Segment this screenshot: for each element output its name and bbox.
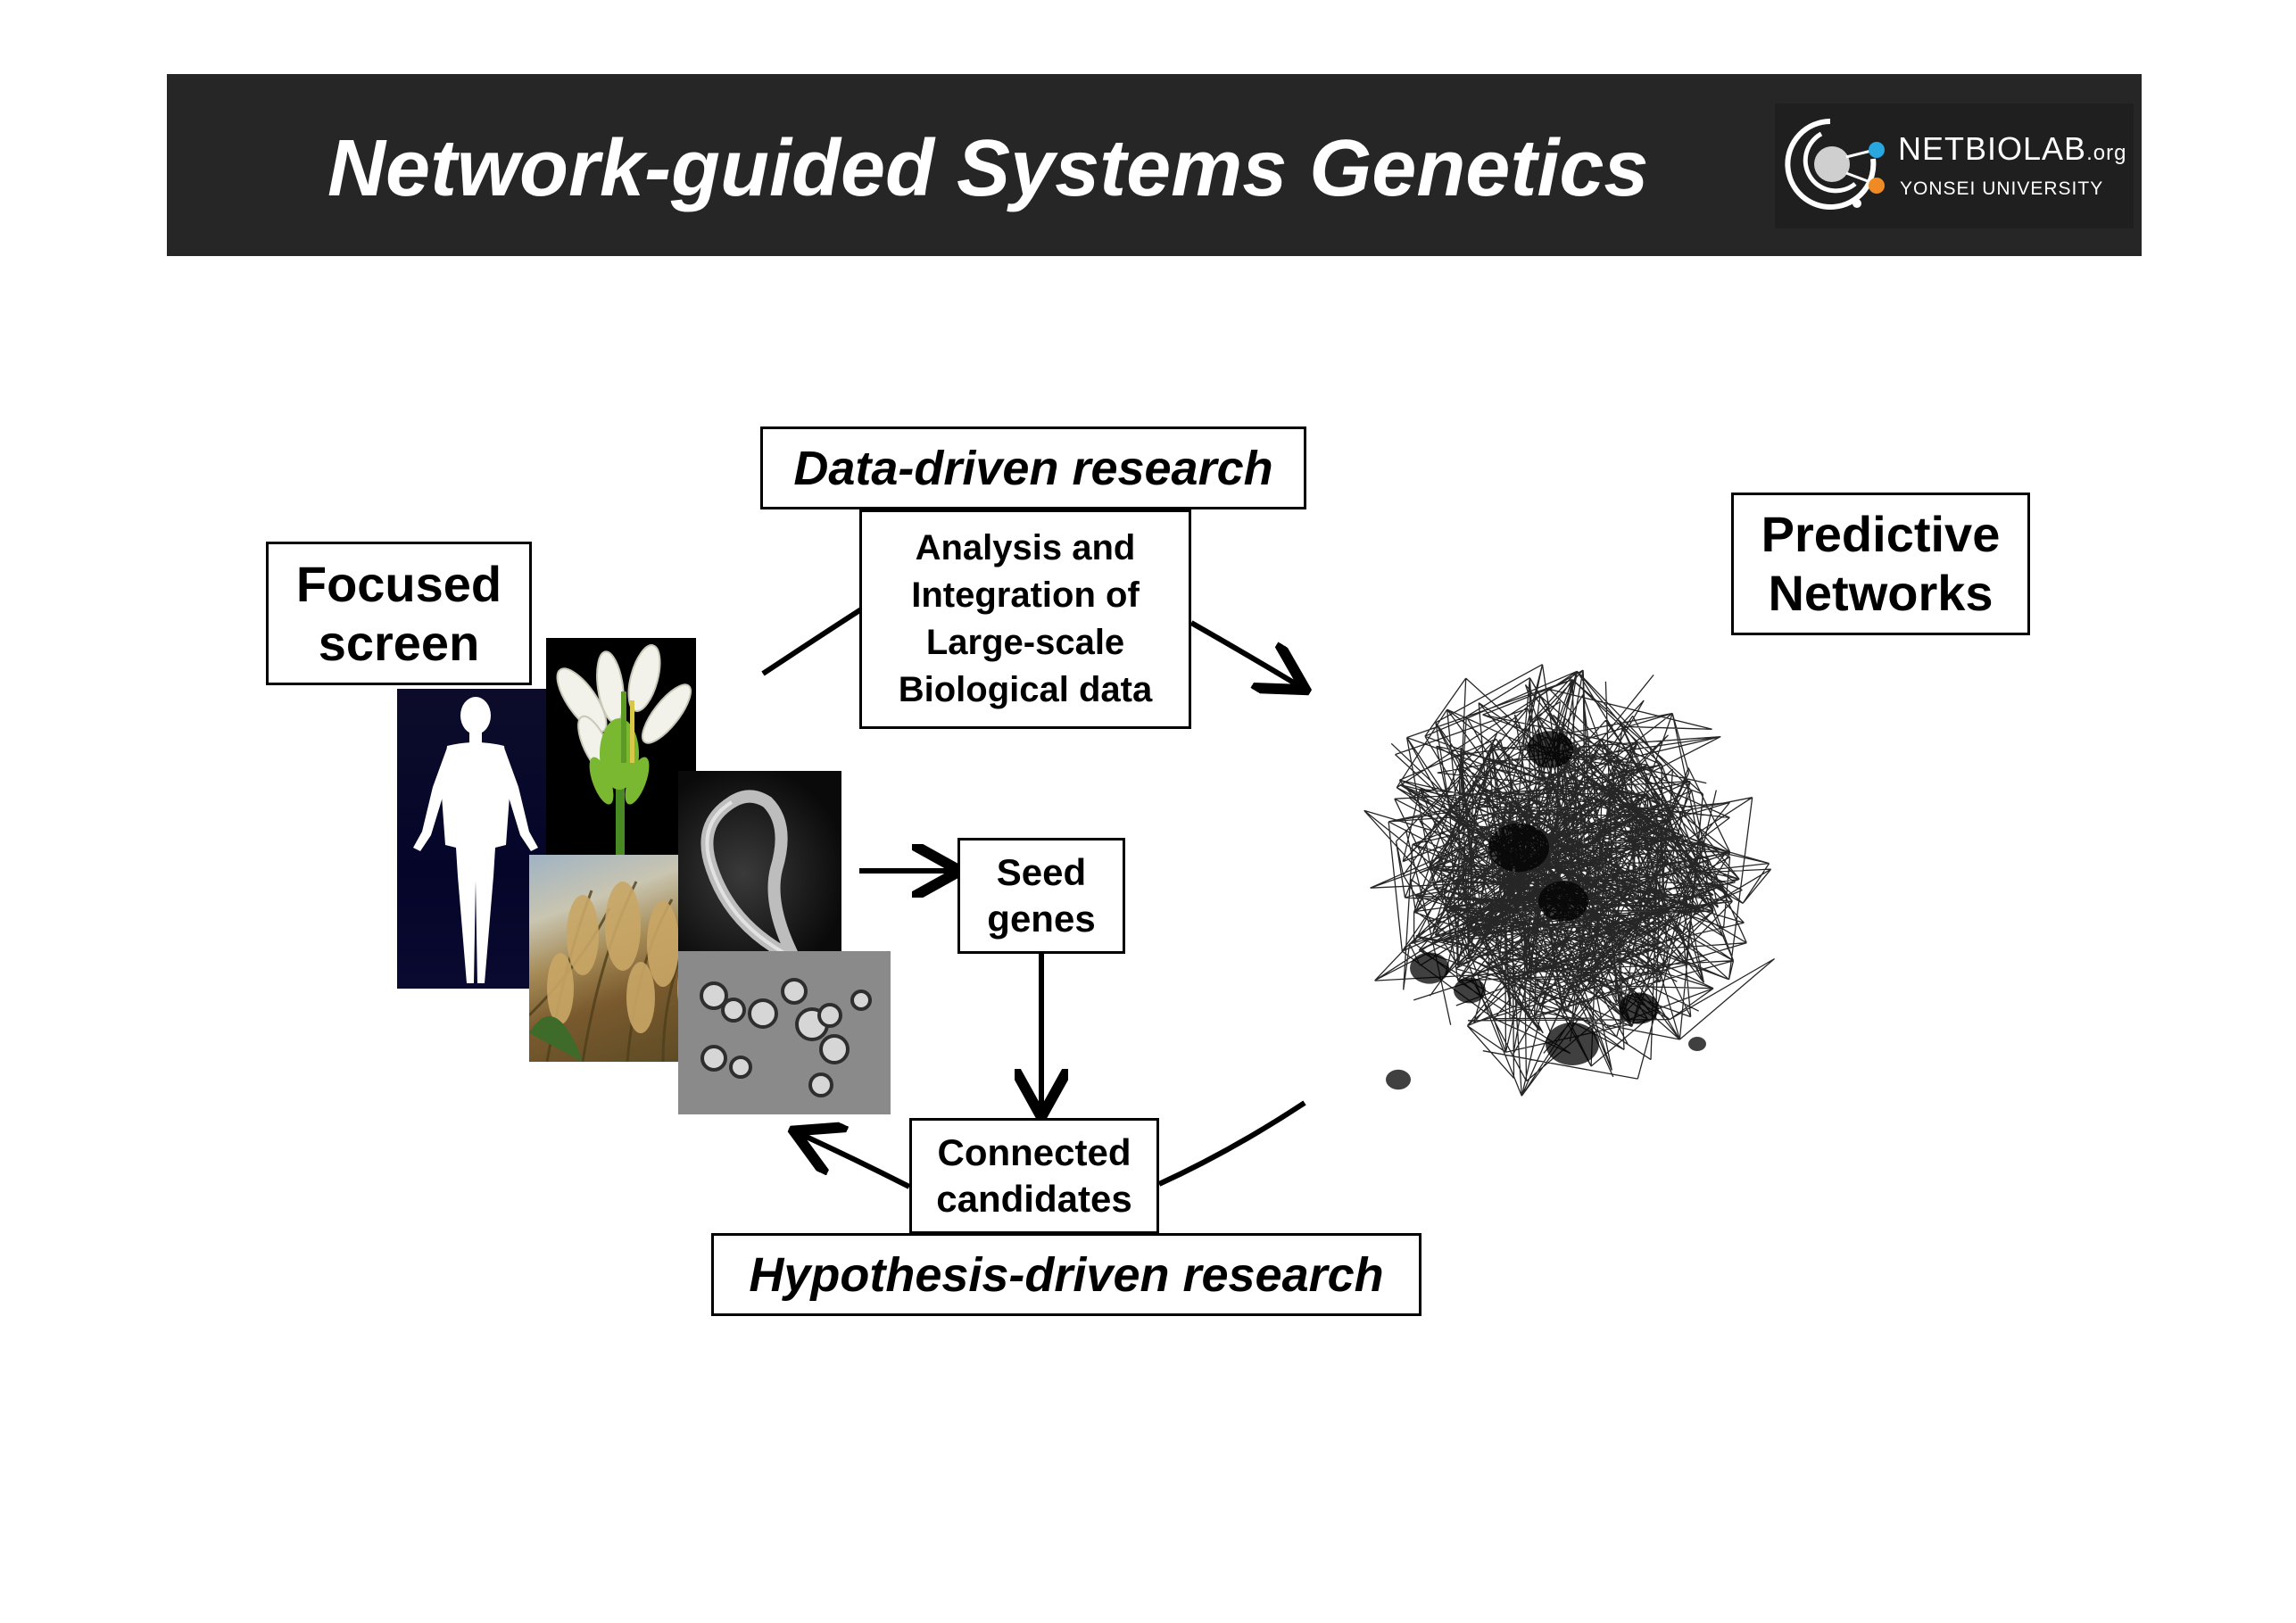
netbiolab-logo: NETBIOLAB.org YONSEI UNIVERSITY: [1775, 104, 2134, 228]
slide-title: Network-guided Systems Genetics: [327, 124, 1649, 213]
focused-line-1: Focused: [295, 555, 502, 612]
human-silhouette-image: [397, 689, 553, 989]
arrow-candidates-to-screen: [799, 1133, 911, 1189]
network-cluster: [1454, 977, 1486, 1004]
connected-candidates-box: Connected candidates: [909, 1118, 1159, 1234]
arrow-analysis-to-network: [1189, 620, 1301, 687]
hypothesis-driven-text: Hypothesis-driven research: [749, 1247, 1384, 1302]
candidates-line-2: candidates: [936, 1178, 1132, 1220]
curve-network-to-candidates: [1157, 1100, 1306, 1187]
network-cluster: [1620, 992, 1659, 1024]
focused-line-2: screen: [318, 614, 480, 671]
yeast-cells-image: [678, 951, 891, 1114]
data-driven-research-label: Data-driven research: [760, 426, 1306, 509]
predictive-line-1: Predictive: [1761, 506, 2001, 562]
seed-genes-box: Seed genes: [957, 838, 1125, 954]
logo-university: YONSEI UNIVERSITY: [1900, 178, 2104, 199]
analysis-line-1: Analysis and: [915, 528, 1136, 567]
predictive-networks-box: Predictive Networks: [1731, 493, 2030, 635]
candidates-line-1: Connected: [937, 1131, 1131, 1173]
seed-line-1: Seed: [996, 851, 1087, 893]
focused-screen-box: Focused screen: [266, 542, 532, 685]
analysis-line-2: Integration of: [911, 576, 1140, 615]
logo-suffix: .org: [2086, 141, 2127, 165]
seed-line-2: genes: [987, 898, 1096, 940]
hypothesis-driven-research-label: Hypothesis-driven research: [711, 1233, 1422, 1316]
analysis-integration-box: Analysis and Integration of Large-scale …: [859, 509, 1191, 729]
curve-focused-to-analysis: [761, 607, 863, 676]
network-cluster: [1410, 952, 1449, 984]
logo-name-text: NETBIOLAB: [1898, 130, 2087, 167]
analysis-line-4: Biological data: [898, 670, 1153, 709]
netbiolab-logo-icon: [1785, 119, 1885, 210]
network-cluster: [1688, 1037, 1706, 1051]
network-cluster: [1488, 823, 1549, 873]
network-cluster: [1527, 731, 1573, 768]
predictive-network-graph: [1364, 664, 1776, 1097]
header-bar: Network-guided Systems Genetics NETBIOLA…: [167, 74, 2142, 256]
network-cluster: [1386, 1069, 1411, 1090]
data-driven-text: Data-driven research: [793, 441, 1273, 495]
c-elegans-worm-image: [678, 771, 841, 977]
network-cluster: [1546, 1023, 1599, 1065]
arabidopsis-flower-image: [546, 638, 696, 857]
predictive-line-2: Networks: [1768, 565, 1993, 621]
network-cluster: [1538, 881, 1588, 922]
logo-name: NETBIOLAB.org: [1898, 130, 2126, 168]
analysis-line-3: Large-scale: [925, 623, 1125, 662]
